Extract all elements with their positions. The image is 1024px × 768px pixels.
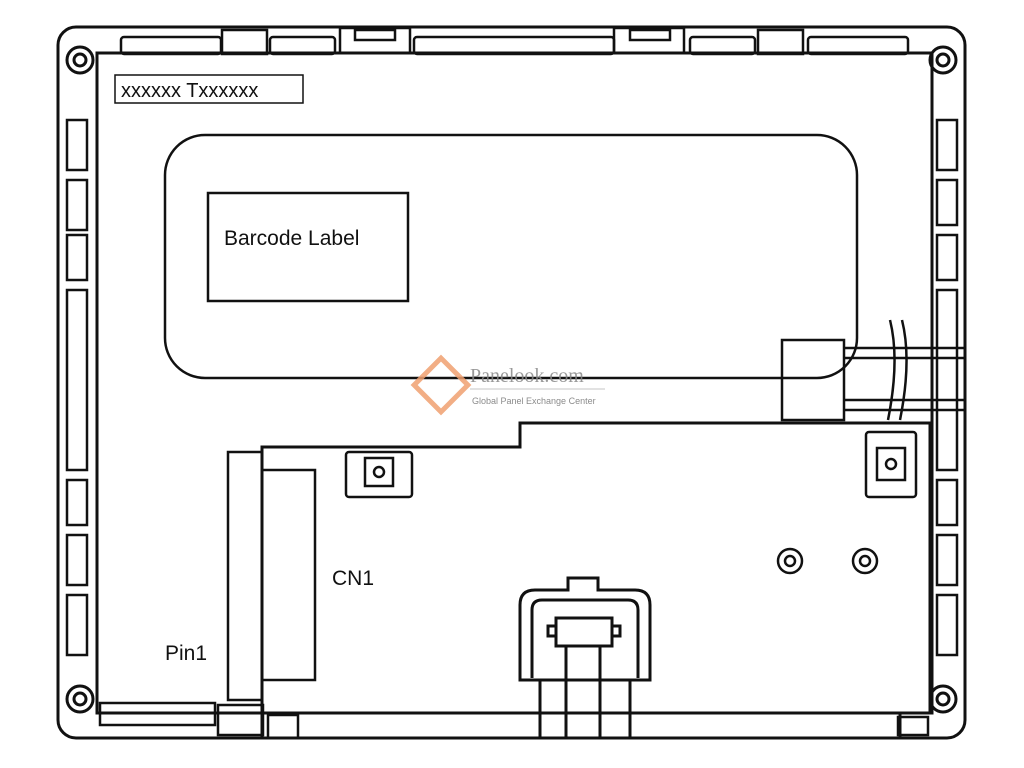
watermark-tagline: Global Panel Exchange Center	[472, 396, 596, 406]
model-label-box	[114, 74, 304, 104]
watermark-logo-icon	[410, 354, 472, 416]
top-tabs	[119, 26, 910, 56]
barcode-label: Barcode Label	[224, 227, 359, 250]
cn1-housing	[260, 468, 317, 682]
pcb-screws	[776, 547, 879, 575]
cable-connector	[780, 319, 965, 422]
outer-frame	[56, 25, 967, 740]
cn1-label: CN1	[332, 567, 374, 590]
mount-clip-left	[344, 450, 414, 499]
left-tabs	[65, 118, 89, 657]
pcb-outline	[260, 421, 932, 738]
label-recess	[163, 133, 859, 380]
mount-clip-right	[864, 430, 918, 499]
barcode-label-box	[206, 191, 410, 303]
bottom-connector	[518, 576, 652, 738]
watermark-brand: Panelook.com	[470, 365, 584, 387]
model-label: xxxxxx Txxxxxx	[121, 80, 258, 102]
watermark: Panelook.com Global Panel Exchange Cente…	[410, 354, 605, 416]
right-tabs	[935, 118, 959, 657]
bottom-tabs	[98, 701, 930, 740]
pin1-label: Pin1	[165, 642, 207, 665]
cn1-body	[226, 450, 264, 702]
